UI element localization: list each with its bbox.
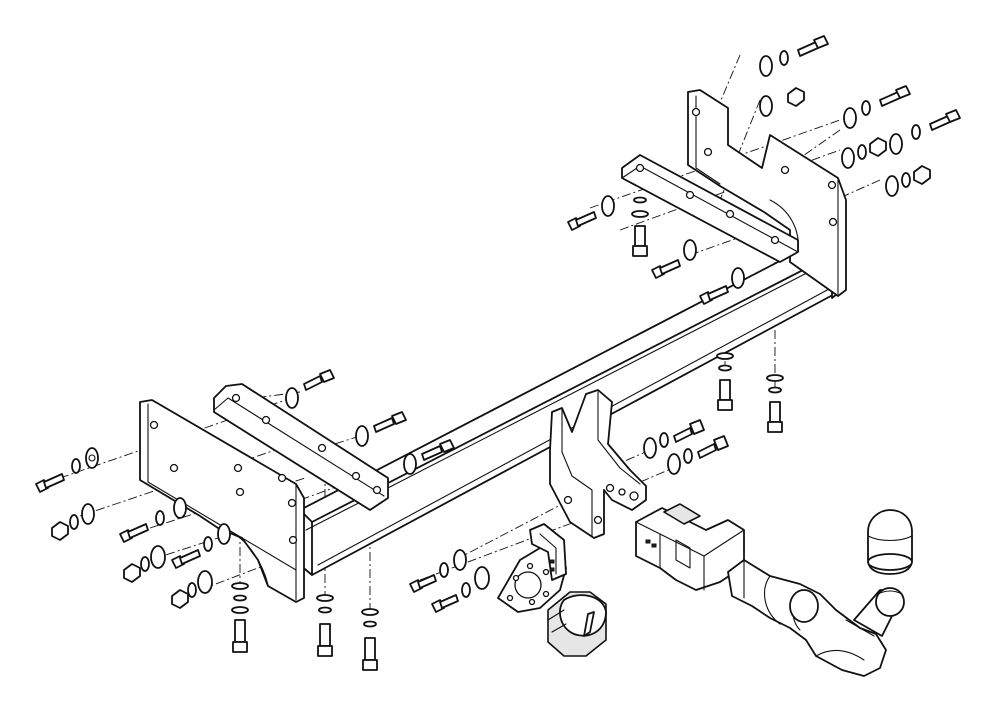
electrical-socket xyxy=(547,591,607,657)
bolt xyxy=(361,608,379,671)
washer xyxy=(173,497,187,519)
washer xyxy=(841,147,855,169)
washer xyxy=(659,432,669,448)
bolt xyxy=(697,435,729,459)
washer xyxy=(85,447,99,469)
washer xyxy=(759,95,773,117)
bolt xyxy=(567,211,597,231)
washer xyxy=(667,453,681,475)
socket-plate xyxy=(497,523,567,613)
washer xyxy=(150,545,166,569)
bolt xyxy=(35,473,65,493)
center-receiver-bracket xyxy=(549,389,647,539)
washer xyxy=(779,50,789,66)
washer xyxy=(683,239,697,261)
bolt xyxy=(431,594,459,613)
bolt xyxy=(231,582,249,653)
bolt xyxy=(699,285,729,305)
washer xyxy=(731,267,745,289)
washer xyxy=(140,556,150,572)
washer xyxy=(81,503,95,525)
right-fasteners xyxy=(409,35,961,613)
bolt xyxy=(716,352,734,411)
tow-ball xyxy=(875,587,905,617)
washer xyxy=(187,582,197,598)
bolt xyxy=(316,594,334,657)
nut xyxy=(869,137,887,157)
washer xyxy=(71,458,81,474)
bolt xyxy=(421,439,455,461)
washer xyxy=(69,514,79,530)
washer xyxy=(285,387,299,409)
bolt xyxy=(766,374,784,433)
bolt xyxy=(929,109,961,131)
washer xyxy=(901,172,911,188)
washer xyxy=(857,144,867,160)
nut xyxy=(123,563,141,583)
nut xyxy=(787,87,805,107)
bolt xyxy=(303,369,335,391)
washer xyxy=(197,570,213,594)
washer xyxy=(453,549,467,571)
tow-ball-cap xyxy=(867,509,913,575)
washer xyxy=(217,523,231,545)
bolt xyxy=(651,259,681,279)
nut xyxy=(171,589,189,609)
bolt xyxy=(409,574,437,593)
nut xyxy=(51,521,69,541)
tow-ball-neck xyxy=(727,559,901,677)
washer xyxy=(861,100,871,116)
washer xyxy=(403,453,417,475)
bolt xyxy=(631,196,649,257)
bolt xyxy=(879,85,911,107)
washer xyxy=(911,124,921,140)
washer xyxy=(355,425,369,447)
bolt xyxy=(171,549,201,569)
washer xyxy=(439,562,449,578)
bolt xyxy=(673,419,705,443)
washer xyxy=(461,582,471,598)
washer xyxy=(203,536,213,552)
washer xyxy=(601,195,615,217)
ball-mount-housing xyxy=(635,503,745,591)
washer xyxy=(889,133,903,155)
washer xyxy=(643,437,657,459)
left-inner-bracket xyxy=(213,383,389,511)
washer xyxy=(155,510,165,526)
bolt xyxy=(373,411,407,433)
washer xyxy=(885,175,899,197)
washer xyxy=(683,448,693,464)
washer xyxy=(759,55,773,77)
left-mounting-plate xyxy=(139,399,305,603)
bolt xyxy=(797,35,829,57)
nut xyxy=(913,165,931,185)
washer xyxy=(474,566,490,590)
left-fasteners xyxy=(35,369,455,671)
right-top-bracket xyxy=(621,154,799,263)
bolt xyxy=(119,523,149,543)
washer xyxy=(843,107,857,129)
right-mounting-plate xyxy=(687,89,847,297)
